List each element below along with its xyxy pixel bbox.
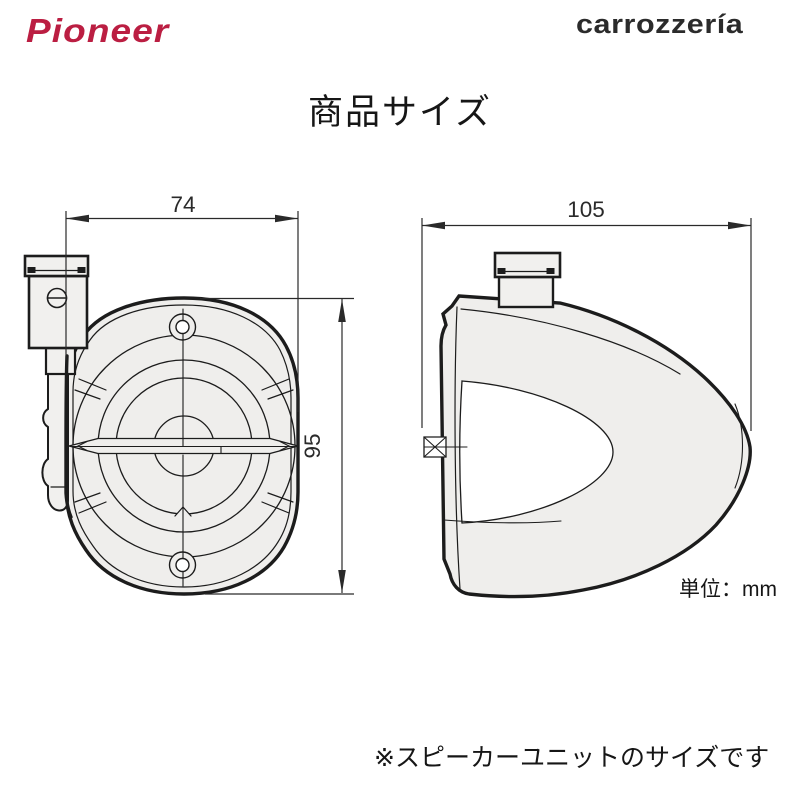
side-tip-arc: [734, 403, 744, 489]
front-corner-gussets: [74, 378, 294, 514]
front-width-dimension-label: 74: [170, 192, 195, 217]
dimension-arrows: [66, 214, 751, 593]
arrow-74-right: [275, 214, 298, 223]
pioneer-logo: Pioneer: [26, 12, 170, 49]
dimension-lines: [65, 211, 752, 595]
carrozzeria-logo: carrozzería: [576, 9, 744, 39]
side-top-seam: [460, 308, 681, 375]
side-post-notch-left: [497, 268, 506, 274]
side-bottom-seam: [443, 519, 562, 524]
side-left-seam: [454, 306, 461, 590]
bracket-cap-notch-left: [27, 267, 36, 273]
side-depth-extension-lines: [421, 218, 752, 431]
front-view-drawing: [64, 296, 300, 596]
front-grill-bar-detail: [71, 438, 296, 455]
arrow-105-left: [422, 221, 445, 230]
front-width-extension-lines: [65, 211, 299, 412]
arrow-95-bottom: [338, 570, 346, 593]
screw-hole-top-inner: [175, 319, 190, 335]
front-body-left-edge: [64, 354, 73, 519]
bracket-cap-notch-right: [77, 267, 86, 273]
side-post-notch-right: [546, 268, 555, 274]
front-height-extension-lines: [200, 297, 354, 595]
bracket-arm: [41, 373, 69, 512]
bracket-neck: [44, 346, 77, 376]
front-flange-line: [72, 304, 292, 588]
side-post-body: [497, 275, 555, 309]
screw-hole-bottom-inner: [175, 557, 190, 573]
front-mount-bracket: [23, 254, 90, 519]
unit-label: 単位：mm: [679, 578, 777, 601]
page-title: 商品サイズ: [308, 93, 492, 132]
size-note: ※スピーカーユニットのサイズです: [374, 744, 770, 772]
arrow-105-right: [728, 221, 751, 230]
arrow-95-top: [338, 299, 346, 322]
arrow-74-left: [66, 214, 89, 223]
side-depth-dimension-label: 105: [567, 197, 605, 222]
side-view-drawing: [423, 251, 752, 599]
front-height-dimension-label: 95: [300, 433, 325, 458]
bracket-body: [27, 274, 89, 350]
side-screw-cross: [423, 436, 468, 458]
side-baffle-curve: [459, 380, 614, 524]
